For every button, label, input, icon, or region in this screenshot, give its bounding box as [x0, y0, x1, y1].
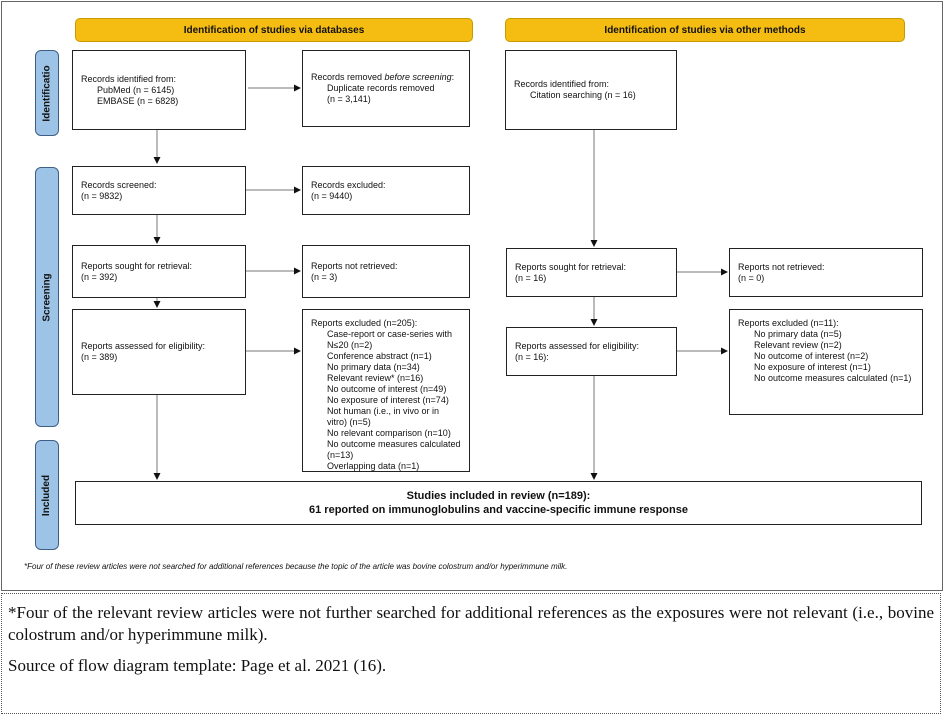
box-other-records-identified: Records identified from: Citation search…	[505, 50, 677, 130]
stage-included: Included	[35, 440, 59, 550]
box-records-removed: Records removed before screening: Duplic…	[302, 50, 470, 127]
box-title: Records excluded:	[311, 179, 386, 190]
box-title: Records screened:	[81, 179, 157, 190]
box-line: PubMed (n = 6145)	[97, 84, 175, 95]
header-databases: Identification of studies via databases	[75, 18, 473, 42]
stage-identification: Identificatio	[35, 50, 59, 136]
box-line: No outcome of interest (n=2)	[754, 351, 869, 361]
box-line: No outcome of interest (n=49)	[327, 384, 447, 394]
box-title: Records identified from:	[81, 73, 177, 84]
box-line: Conference abstract (n=1)	[327, 351, 432, 361]
box-line: No outcome measures calculated (n=1)	[754, 373, 912, 383]
box-reports-assessed: Reports assessed for eligibility: (n = 3…	[72, 309, 246, 395]
box-count: (n = 0)	[738, 272, 765, 283]
figure-caption: *Four of the relevant review articles we…	[1, 593, 941, 714]
box-line: No outcome measures calculated (n=13)	[327, 439, 461, 460]
box-line: Case-report or case-series with N≤20 (n=…	[327, 329, 453, 350]
box-count: (n = 389)	[81, 352, 118, 362]
stage-label: Screening	[41, 272, 53, 322]
box-line: No relevant comparison (n=10)	[327, 428, 451, 438]
box-count: (n = 392)	[81, 271, 118, 282]
box-title: Reports assessed for eligibility:	[515, 340, 640, 351]
box-records-excluded: Records excluded: (n = 9440)	[302, 166, 470, 215]
included-count: Studies included in review (n=189):	[406, 490, 591, 502]
box-title: Records identified from:	[514, 79, 610, 89]
connector-arrows	[153, 84, 728, 480]
box-reports-sought: Reports sought for retrieval: (n = 392)	[72, 245, 246, 298]
box-title: Reports assessed for eligibility:	[81, 341, 206, 351]
box-title: Reports not retrieved:	[738, 261, 825, 272]
box-count: (n = 9832)	[81, 190, 123, 201]
diagram-frame	[1, 1, 943, 591]
box-count: (n = 16)	[515, 272, 547, 283]
box-line: No exposure of interest (n=1)	[754, 362, 871, 372]
box-line: Overlapping data (n=1)	[327, 461, 420, 471]
box-title: Reports sought for retrieval:	[81, 260, 193, 271]
box-other-not-retrieved: Reports not retrieved: (n = 0)	[729, 248, 923, 297]
box-line: Relevant review* (n=16)	[327, 373, 424, 383]
box-title: Reports not retrieved:	[311, 260, 398, 271]
caption-source: Source of flow diagram template: Page et…	[8, 656, 387, 675]
box-line: Not human (i.e., in vivo or in vitro) (n…	[327, 406, 440, 427]
box-title: Reports sought for retrieval:	[515, 261, 627, 272]
box-line: Citation searching (n = 16)	[530, 90, 636, 100]
stage-screening: Screening	[35, 167, 59, 427]
box-count: (n = 3)	[311, 271, 338, 282]
header-other-methods: Identification of studies via other meth…	[505, 18, 905, 42]
box-line: Relevant review (n=2)	[754, 340, 842, 350]
box-line: Duplicate records removed	[327, 83, 435, 93]
caption-note: *Four of the relevant review articles we…	[8, 603, 934, 644]
box-studies-included: Studies included in review (n=189): 61 r…	[75, 481, 922, 525]
box-line: (n = 3,141)	[327, 94, 371, 104]
box-line: No exposure of interest (n=74)	[327, 395, 449, 405]
box-title: Reports excluded (n=205):	[311, 318, 418, 328]
stage-label: Identificatio	[41, 64, 53, 122]
box-other-reports-assessed: Reports assessed for eligibility: (n = 1…	[506, 327, 677, 376]
box-count: (n = 9440)	[311, 190, 353, 201]
box-title: Records removed before screening:	[311, 72, 455, 82]
box-reports-excluded: Reports excluded (n=205): Case-report or…	[302, 309, 470, 472]
box-other-reports-excluded: Reports excluded (n=11): No primary data…	[729, 309, 923, 415]
diagram-footnote: *Four of these review articles were not …	[24, 562, 568, 571]
box-title: Reports excluded (n=11):	[738, 318, 839, 328]
box-line: EMBASE (n = 6828)	[97, 95, 179, 106]
box-other-reports-sought: Reports sought for retrieval: (n = 16)	[506, 248, 677, 297]
box-line: No primary data (n=5)	[754, 329, 842, 339]
box-count: (n = 16):	[515, 351, 549, 362]
stage-label: Included	[41, 474, 53, 516]
box-line: No primary data (n=34)	[327, 362, 420, 372]
included-subset: 61 reported on immunoglobulins and vacci…	[309, 504, 688, 516]
box-records-identified: Records identified from: PubMed (n = 614…	[72, 50, 246, 130]
box-reports-not-retrieved: Reports not retrieved: (n = 3)	[302, 245, 470, 298]
box-records-screened: Records screened: (n = 9832)	[72, 166, 246, 215]
